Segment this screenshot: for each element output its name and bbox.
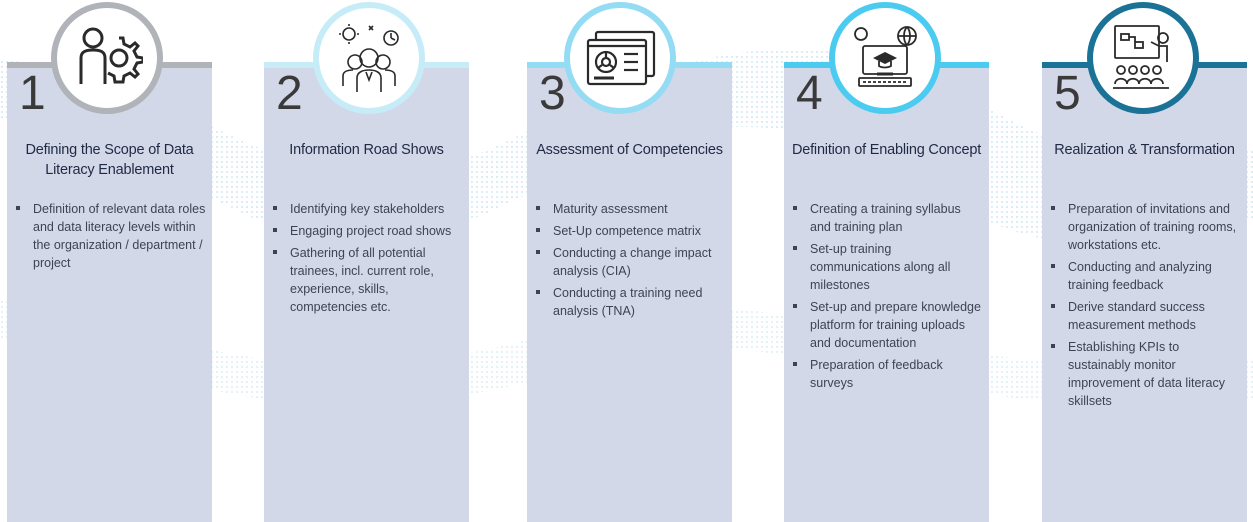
list-item: Establishing KPIs to sustainably monitor… bbox=[1051, 338, 1241, 410]
step-bullet-list: Identifying key stakeholders Engaging pr… bbox=[264, 200, 463, 320]
step-number: 3 bbox=[539, 67, 566, 120]
team-presentation-icon bbox=[313, 2, 425, 114]
list-item: Set-up and prepare knowledge platform fo… bbox=[793, 298, 983, 352]
list-item: Creating a training syllabus and trainin… bbox=[793, 200, 983, 236]
step-title: Assessment of Competencies bbox=[536, 142, 723, 158]
list-item: Engaging project road shows bbox=[273, 222, 463, 240]
list-item: Definition of relevant data roles and da… bbox=[16, 202, 206, 270]
elearning-laptop-icon bbox=[829, 2, 941, 114]
list-item: Preparation of invitations and organizat… bbox=[1051, 200, 1241, 254]
step-column-1: 1 Defining the Scope of Data Literacy En… bbox=[7, 62, 212, 522]
step-column-3: 3 Assessment of Competencies Maturity as… bbox=[527, 62, 732, 522]
step-number: 2 bbox=[276, 67, 303, 120]
list-item: Set-Up competence matrix bbox=[536, 222, 726, 240]
user-gear-icon bbox=[51, 2, 163, 114]
list-item: Derive standard success measurement meth… bbox=[1051, 298, 1241, 334]
step-number: 4 bbox=[796, 67, 823, 120]
step-number: 5 bbox=[1054, 67, 1081, 120]
step-column-5: 5 Realization & Transformation Preparati… bbox=[1042, 62, 1247, 522]
list-item: Conducting and analyzing training feedba… bbox=[1051, 258, 1241, 294]
step-bullet-list: Definition of relevant data roles and da… bbox=[7, 200, 206, 276]
step-bullet-list: Maturity assessment Set-Up competence ma… bbox=[527, 200, 726, 324]
step-bullet-list: Creating a training syllabus and trainin… bbox=[784, 200, 983, 396]
step-title: Information Road Shows bbox=[289, 142, 444, 158]
list-item: Gathering of all potential trainees, inc… bbox=[273, 244, 463, 316]
step-column-4: 4 Definition of Enabling Concept Creatin… bbox=[784, 62, 989, 522]
step-bullet-list: Preparation of invitations and organizat… bbox=[1042, 200, 1241, 414]
step-column-2: 2 Information Road Shows Identifying key… bbox=[264, 62, 469, 522]
list-item: Conducting a change impact analysis (CIA… bbox=[536, 244, 726, 280]
list-item: Maturity assessment bbox=[536, 200, 726, 218]
step-title: Definition of Enabling Concept bbox=[791, 142, 982, 158]
dashboard-chart-icon bbox=[564, 2, 676, 114]
list-item: Set-up training communications along all… bbox=[793, 240, 983, 294]
step-number: 1 bbox=[19, 67, 46, 120]
step-title: Defining the Scope of Data Literacy Enab… bbox=[25, 142, 194, 178]
list-item: Conducting a training need analysis (TNA… bbox=[536, 284, 726, 320]
list-item: Preparation of feedback surveys bbox=[793, 356, 983, 392]
step-title: Realization & Transformation bbox=[1054, 142, 1235, 158]
list-item: Identifying key stakeholders bbox=[273, 200, 463, 218]
classroom-training-icon bbox=[1087, 2, 1199, 114]
